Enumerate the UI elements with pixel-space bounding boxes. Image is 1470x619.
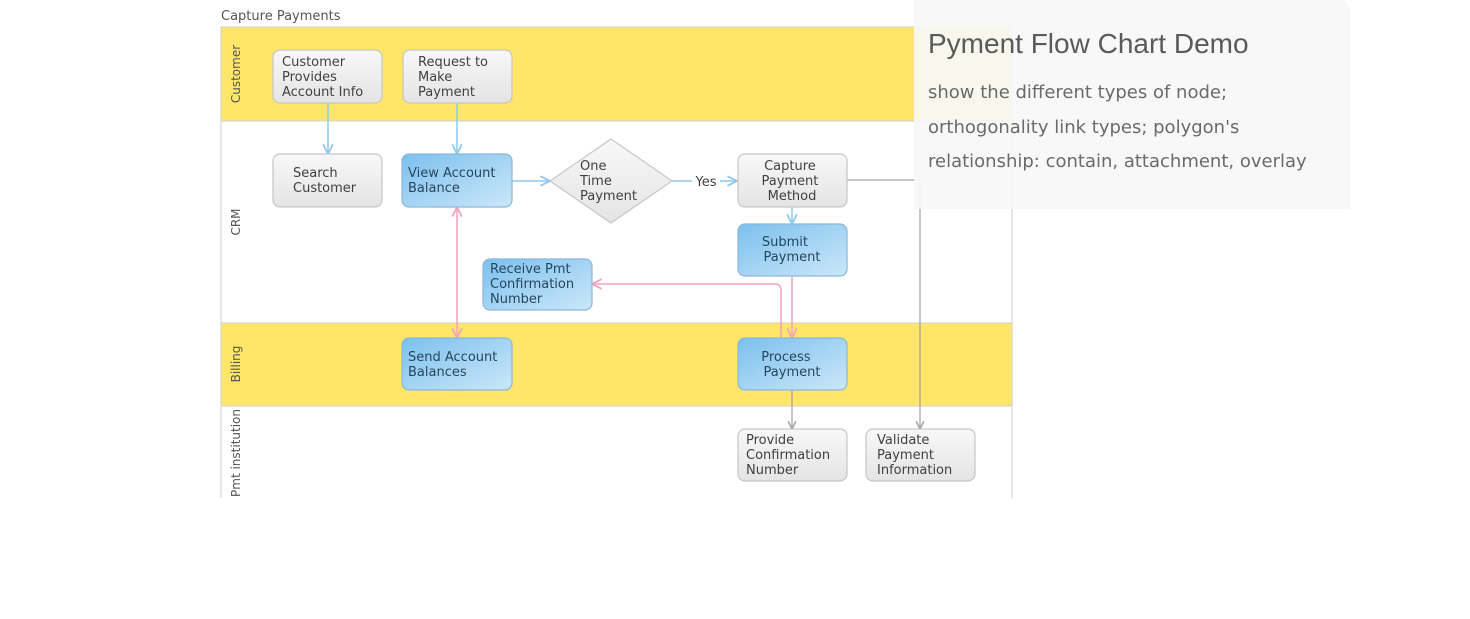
- svg-text:Search Customer: Search Customer: [293, 166, 357, 196]
- node-view-account-balance: View Account Balance: [401, 153, 513, 208]
- info-panel: Pyment Flow Chart Demo show the differen…: [914, 0, 1350, 209]
- node-provide-confirmation-number: Provide Confirmation Number: [737, 428, 848, 482]
- node-one-time-payment-decision: One Time Payment: [548, 138, 674, 224]
- lane-label-billing: Billing: [229, 346, 243, 383]
- node-receive-pmt-confirmation-number: Receive Pmt Confirmation Number: [482, 258, 593, 311]
- diagram-title: Capture Payments: [221, 9, 341, 24]
- info-panel-title: Pyment Flow Chart Demo: [928, 28, 1249, 59]
- svg-text:Validate Payment I: Validate Payment Information: [877, 433, 952, 478]
- lane-label-customer: Customer: [229, 45, 243, 103]
- edge-process-to-receive: [592, 284, 782, 338]
- svg-text:Request to Make Pa: Request to Make Payment: [418, 55, 492, 100]
- node-submit-payment: Submit Payment: [737, 223, 848, 277]
- node-capture-payment-method: Capture Payment Method: [737, 153, 848, 208]
- lane-label-pmt-institution: Pmt institution: [229, 409, 243, 497]
- svg-text:Submit Payment: Submit Payment: [762, 235, 821, 265]
- node-send-account-balances: Send Account Balances: [401, 337, 513, 391]
- node-request-to-make-payment: Request to Make Payment: [402, 49, 513, 104]
- node-search-customer: Search Customer: [272, 153, 383, 208]
- svg-text:Receive Pmt Confirmation: Receive Pmt Confirmation Number: [490, 262, 578, 307]
- node-process-payment: Process Payment: [737, 337, 848, 391]
- svg-text:Process Payment: Process Payment: [761, 350, 820, 380]
- svg-text:One Time Payment: One Time Payment: [579, 159, 637, 204]
- node-customer-provides-account-info: Customer Provides Account Info: [272, 49, 383, 104]
- node-validate-payment-information: Validate Payment Information: [865, 428, 976, 482]
- svg-text:Customer Provides: Customer Provides Account Info: [282, 55, 363, 100]
- svg-text:View Account Balance: View Account Balance: [408, 166, 500, 196]
- edge-label-yes: Yes: [695, 175, 717, 190]
- svg-text:Capture Payment Me: Capture Payment Method: [761, 159, 822, 204]
- lane-label-crm: CRM: [229, 208, 243, 235]
- lane-billing: [220, 322, 1013, 407]
- svg-text:Send Account Balances: Send Account Balances: [408, 350, 502, 380]
- info-panel-description: show the different types of node; orthog…: [928, 82, 1307, 172]
- svg-text:Provide Confirmation: Provide Confirmation Number: [746, 433, 834, 478]
